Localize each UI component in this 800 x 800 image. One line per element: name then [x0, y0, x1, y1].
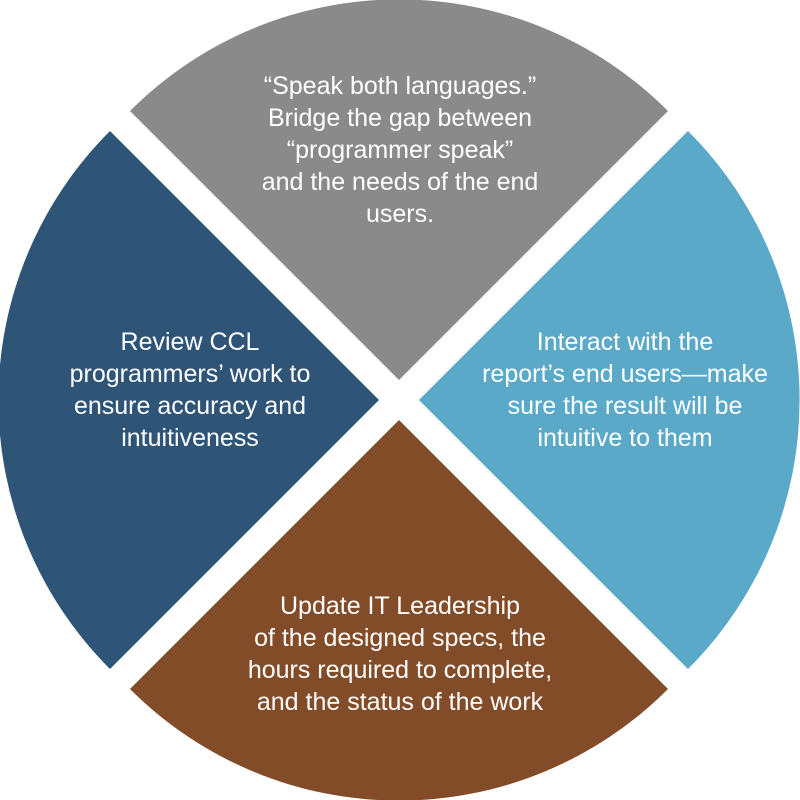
quadrant-top-line: users.	[365, 200, 435, 228]
quadrant-right-line: report’s end users—make	[482, 360, 768, 388]
quadrant-top-line: “Speak both languages.”	[263, 72, 537, 100]
quadrant-right-line: Interact with the	[536, 328, 714, 356]
quadrant-bottom-line: Update IT Leadership	[280, 592, 520, 620]
quadrant-bottom-shape	[130, 420, 668, 800]
quadrant-top-line: and the needs of the end	[261, 168, 539, 196]
quadrant-top-shape	[130, 0, 668, 380]
quadrant-left-line: programmers’ work to	[69, 360, 311, 388]
quadrant-bottom-line: and the status of the work	[256, 688, 544, 716]
quadrant-left-line: intuitiveness	[121, 424, 259, 452]
quadrant-top-line: “programmer speak”	[286, 136, 514, 164]
quadrant-bottom-text: Update IT Leadership of the designed spe…	[200, 590, 600, 718]
quadrant-left-line: Review CCL	[120, 328, 260, 356]
quadrant-right-line: intuitive to them	[537, 424, 713, 452]
quadrant-left-shape	[0, 131, 379, 669]
quadrant-bottom-line: hours required to complete,	[247, 656, 553, 684]
quadrant-top-text: “Speak both languages.” Bridge the gap b…	[200, 70, 600, 230]
quadrant-left-line: ensure accuracy and	[73, 392, 307, 420]
quadrant-right-shape	[419, 131, 800, 669]
quadrant-right-line: sure the result will be	[507, 392, 743, 420]
quadrant-top-line: Bridge the gap between	[267, 104, 533, 132]
quadrant-right-text: Interact with the report’s end users—mak…	[460, 326, 790, 454]
quadrant-bottom-line: of the designed specs, the	[254, 624, 546, 652]
quadrant-left-text: Review CCL programmers’ work to ensure a…	[40, 326, 340, 454]
